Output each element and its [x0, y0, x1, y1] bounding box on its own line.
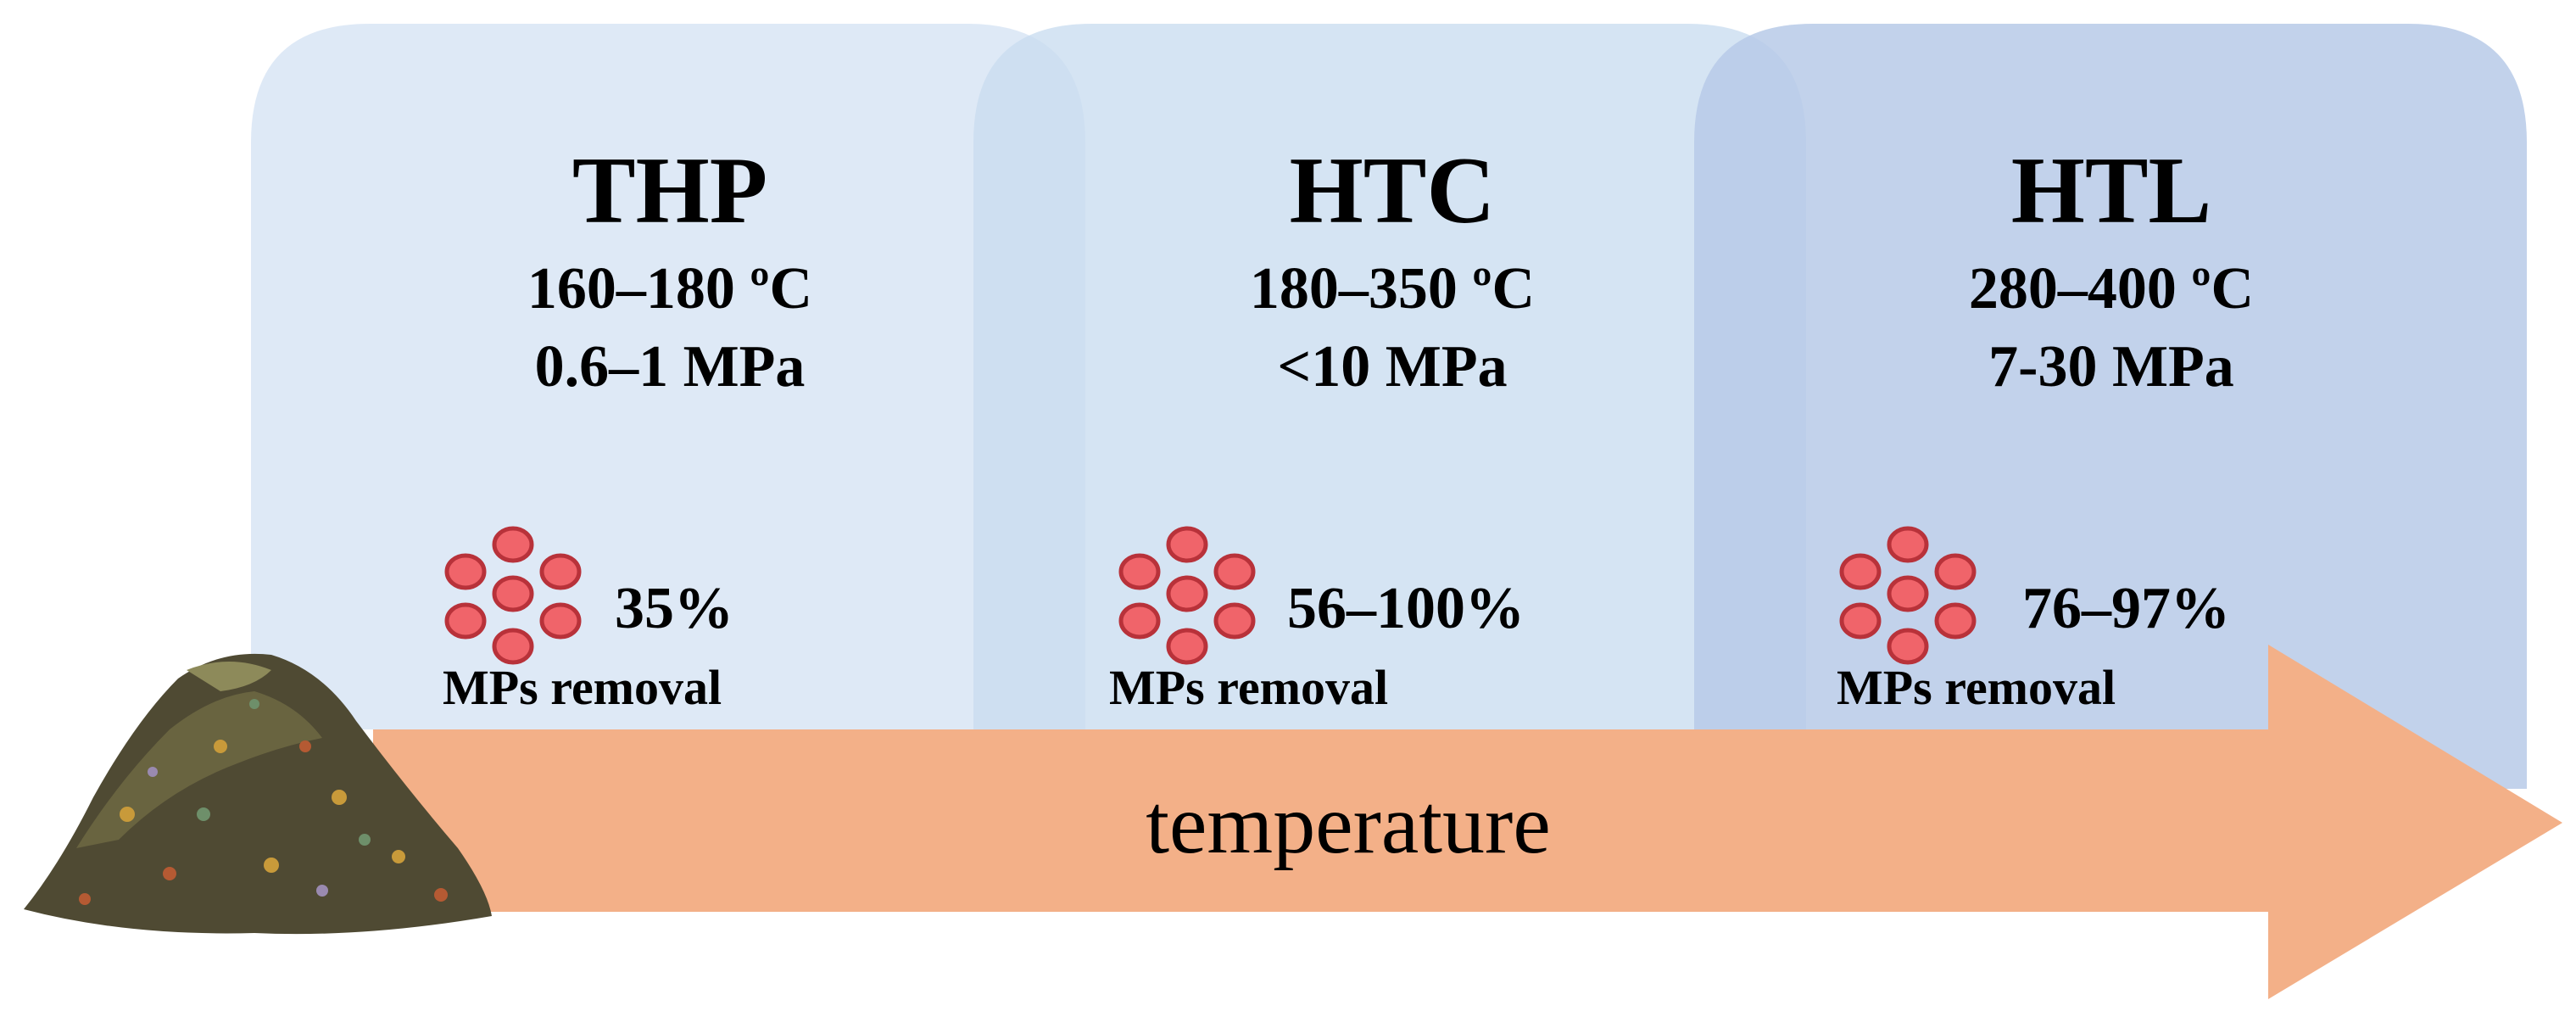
sludge-pile-icon [24, 653, 492, 935]
thp-removal-value: 35% [615, 576, 733, 641]
htc-title: HTC [1290, 138, 1496, 243]
thp-removal-label: MPs removal [443, 660, 722, 715]
htl-removal-value: 76–97% [2022, 576, 2230, 641]
htc-pressure: <10 MPa [1277, 334, 1507, 399]
htl-pressure: 7-30 MPa [1988, 334, 2234, 399]
thp-temperature: 160–180 ºC [527, 256, 812, 321]
arrow-label: temperature [1146, 777, 1551, 871]
thp-panel [251, 24, 1085, 729]
htc-temperature: 180–350 ºC [1250, 256, 1535, 321]
htl-temperature: 280–400 ºC [1969, 256, 2254, 321]
htc-removal-value: 56–100% [1287, 576, 1525, 641]
htl-removal-label: MPs removal [1837, 660, 2116, 715]
htl-title: HTL [2011, 138, 2212, 243]
thp-pressure: 0.6–1 MPa [535, 334, 806, 399]
htc-removal-label: MPs removal [1109, 660, 1388, 715]
temperature-arrow [373, 645, 2562, 999]
thp-title: THP [572, 138, 767, 243]
